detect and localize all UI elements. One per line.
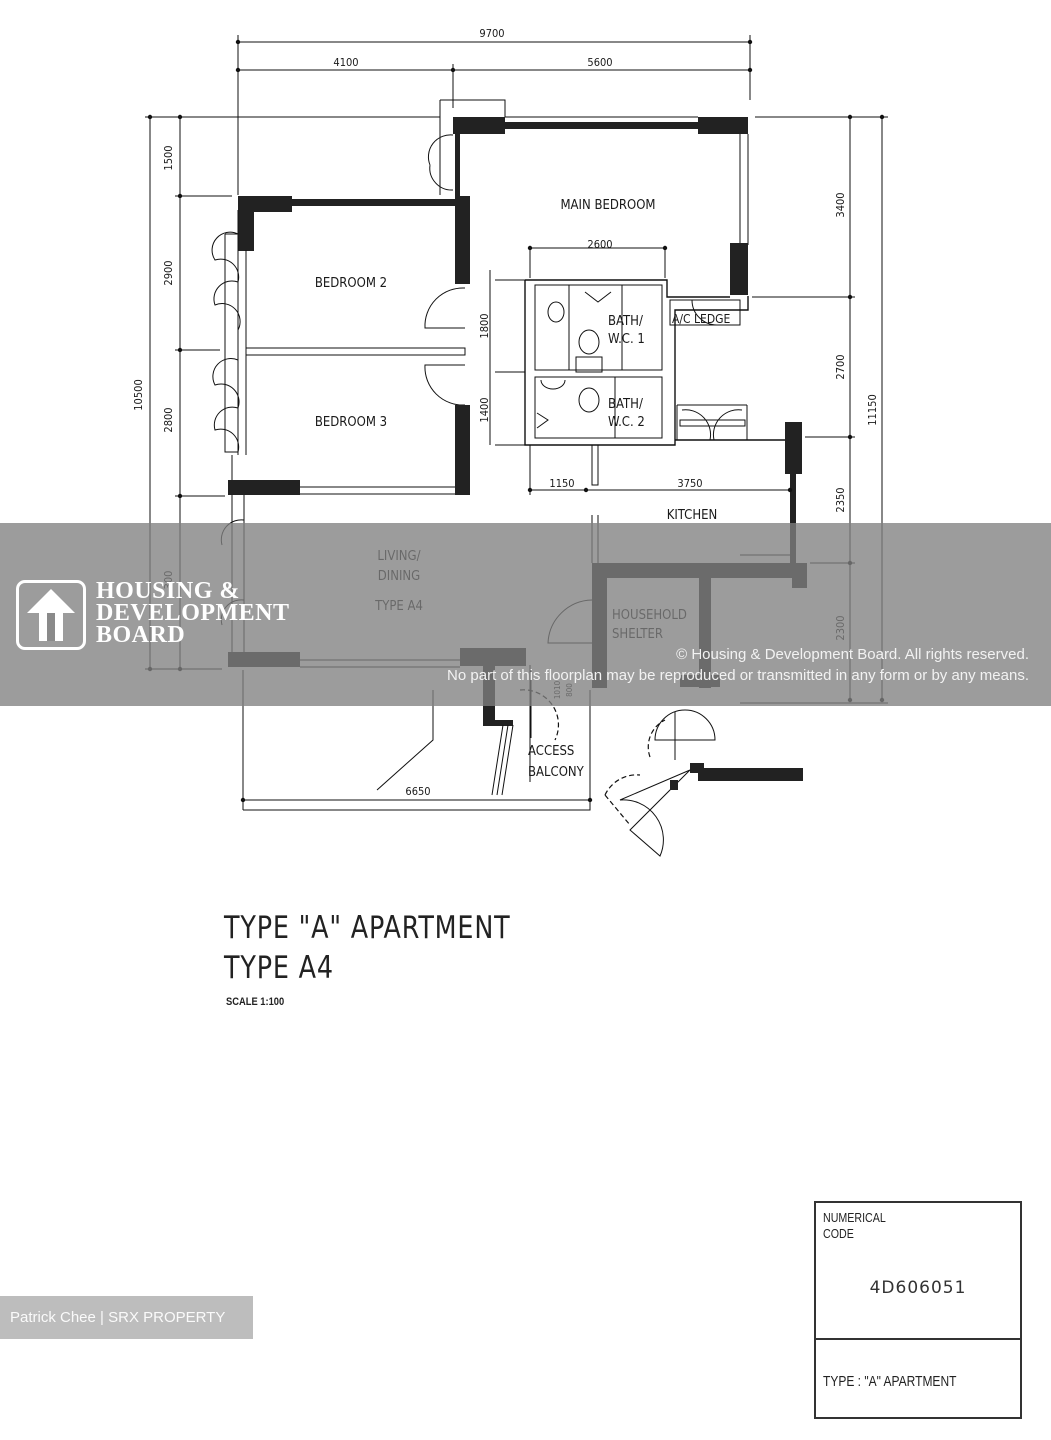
label-access-line2: BALCONY	[528, 765, 585, 780]
dim-left-2: 2900	[162, 260, 175, 285]
dim-bath2-height: 1400	[478, 397, 491, 422]
code-type-label: TYPE : "A" APARTMENT	[823, 1373, 957, 1390]
code-label-line-2: CODE	[823, 1226, 854, 1241]
label-bath2-line2: W.C. 2	[608, 415, 645, 430]
copyright-text: © Housing & Development Board. All right…	[676, 646, 1029, 663]
numerical-code-value: 4D606051	[869, 1278, 967, 1298]
dim-kitchen-right: 3750	[677, 477, 702, 490]
dim-bath-width: 2600	[587, 238, 612, 251]
reproduction-notice: No part of this floorplan may be reprodu…	[447, 667, 1029, 684]
hdb-line-3: BOARD	[96, 622, 186, 648]
dim-top-left: 4100	[333, 56, 358, 69]
bathroom-walls	[489, 245, 749, 486]
dim-right-1: 3400	[834, 192, 847, 217]
hdb-house-logo-icon	[16, 580, 86, 650]
apartment-type-title: TYPE "A" APARTMENT	[224, 910, 511, 946]
dim-left-3: 2800	[162, 407, 175, 432]
dim-top-right: 5600	[587, 56, 612, 69]
dim-top-total: 9700	[479, 27, 504, 40]
dim-right-3: 2350	[834, 487, 847, 512]
dim-left-1: 1500	[162, 145, 175, 170]
hdb-line-1: HOUSING &	[96, 578, 240, 604]
hdb-line-2: DEVELOPMENT	[96, 600, 290, 626]
dim-bath1-height: 1800	[478, 313, 491, 338]
main-bedroom-walls	[427, 99, 749, 295]
dim-kitchen-left: 1150	[549, 477, 574, 490]
numerical-code-box: NUMERICAL CODE 4D606051 TYPE : "A" APART…	[814, 1201, 1022, 1419]
hdb-wordmark: HOUSING & DEVELOPMENT BOARD	[96, 578, 290, 648]
label-access-line1: ACCESS	[528, 744, 574, 759]
dim-right-total: 11150	[866, 394, 879, 425]
label-bath1-line1: BATH/	[608, 314, 643, 329]
label-ac-ledge: A/C LEDGE	[672, 312, 731, 326]
label-bath2-line1: BATH/	[608, 397, 643, 412]
agent-badge: Patrick Chee | SRX PROPERTY	[0, 1296, 253, 1339]
watermark-banner	[0, 523, 1051, 706]
numerical-code-section: NUMERICAL CODE 4D606051	[816, 1203, 1020, 1340]
apartment-subtype-title: TYPE A4	[224, 950, 334, 986]
scale-label: SCALE 1:100	[226, 996, 285, 1008]
dim-bottom-width: 6650	[405, 785, 430, 798]
code-label-line-1: NUMERICAL	[823, 1210, 886, 1225]
label-bedroom-3: BEDROOM 3	[315, 415, 387, 430]
top-dimensions: 9700 4100 5600	[235, 27, 753, 195]
label-bath1-line2: W.C. 1	[608, 332, 645, 347]
kitchen-walls: 1150 3750 2600 1800 1400	[478, 238, 802, 564]
label-main-bedroom: MAIN BEDROOM	[560, 198, 655, 213]
dim-left-total: 10500	[132, 379, 145, 410]
numerical-code-label: NUMERICAL CODE	[823, 1210, 886, 1242]
bedroom-walls	[211, 196, 470, 495]
label-kitchen: KITCHEN	[667, 508, 718, 523]
label-bedroom-2: BEDROOM 2	[315, 276, 387, 291]
dim-right-2: 2700	[834, 354, 847, 379]
